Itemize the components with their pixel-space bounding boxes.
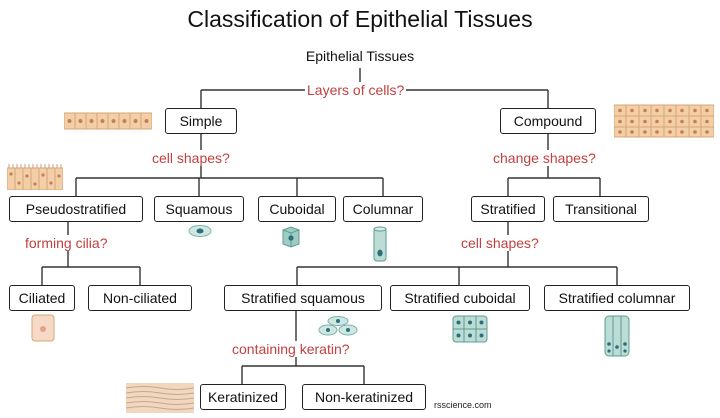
node-stratified-cuboidal: Stratified cuboidal (390, 285, 530, 311)
stratified-columnar-illustration (604, 315, 630, 357)
question-change-shapes: change shapes? (491, 150, 598, 166)
node-cuboidal: Cuboidal (258, 196, 336, 222)
squamous-cell-illustration (188, 225, 212, 237)
stratified-cuboidal-illustration (452, 315, 488, 343)
stratified-squamous-illustration (318, 316, 358, 336)
columnar-cell-illustration (373, 226, 387, 262)
node-stratified-columnar: Stratified columnar (544, 285, 690, 311)
node-compound: Compound (500, 108, 596, 134)
compound-epithelium-illustration (614, 104, 714, 138)
diagram-title: Classification of Epithelial Tissues (187, 6, 533, 32)
question-keratin: containing keratin? (230, 341, 352, 357)
node-non-ciliated: Non-ciliated (88, 285, 192, 311)
node-non-keratinized: Non-keratinized (302, 384, 426, 410)
question-simple-shapes: cell shapes? (150, 150, 232, 166)
node-pseudostratified: Pseudostratified (9, 196, 143, 222)
keratinized-tissue-illustration (126, 383, 194, 413)
node-transitional: Transitional (553, 196, 649, 222)
node-simple: Simple (165, 108, 237, 134)
credit-text: rsscience.com (434, 400, 492, 410)
node-columnar: Columnar (343, 196, 423, 222)
node-ciliated: Ciliated (9, 285, 75, 311)
question-cilia: forming cilia? (23, 235, 110, 251)
question-stratified-shapes: cell shapes? (459, 235, 541, 251)
node-stratified-squamous: Stratified squamous (224, 285, 382, 311)
ciliated-cell-illustration (31, 314, 55, 342)
pseudostratified-illustration (7, 164, 63, 190)
node-squamous: Squamous (154, 196, 244, 222)
question-layers: Layers of cells? (305, 82, 407, 98)
simple-epithelium-illustration (64, 112, 152, 130)
root-label: Epithelial Tissues (305, 48, 415, 64)
cuboidal-cell-illustration (282, 226, 300, 248)
node-keratinized: Keratinized (200, 384, 286, 410)
node-stratified: Stratified (471, 196, 545, 222)
